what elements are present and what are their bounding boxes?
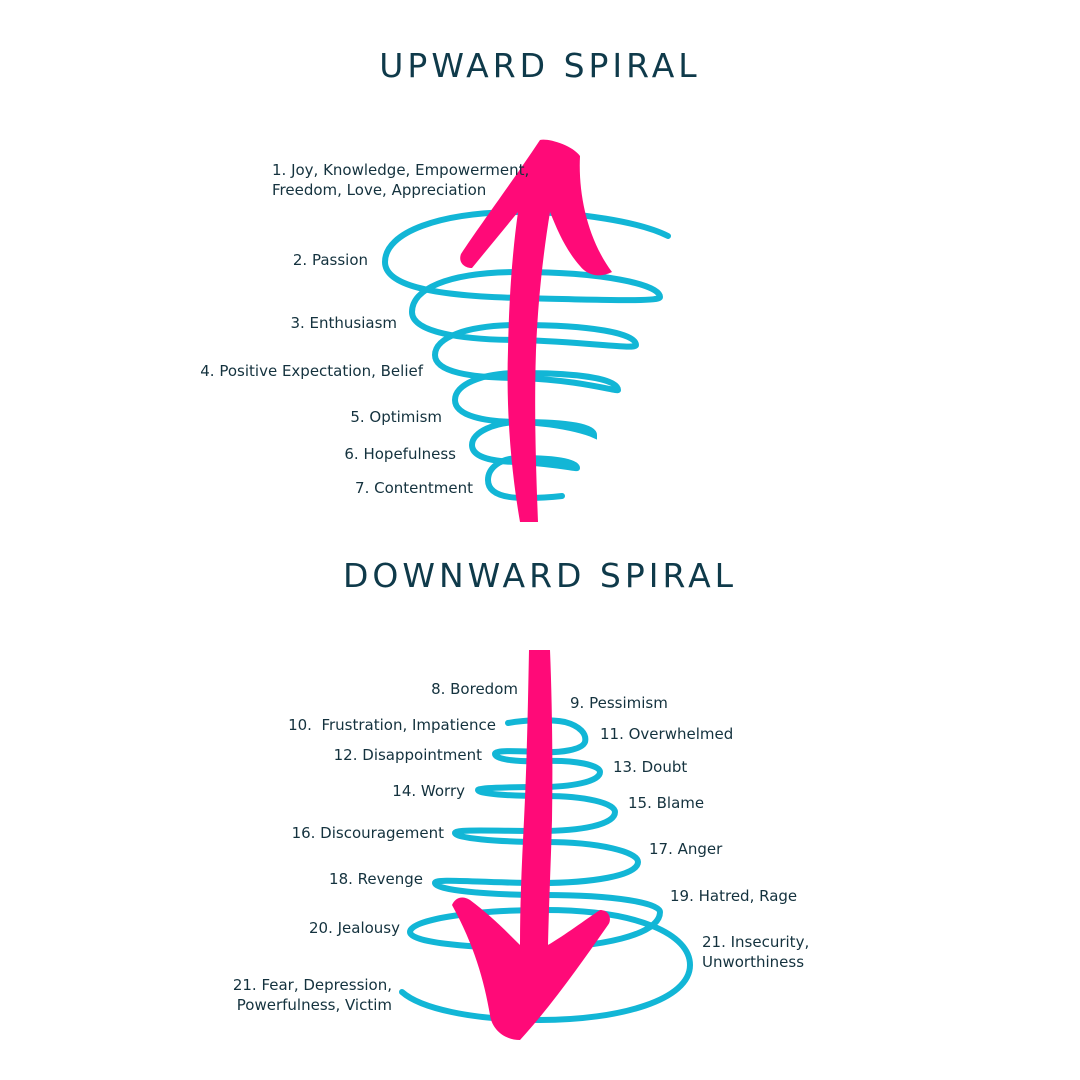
up-label-7: 7. Contentment [355, 479, 473, 497]
down-label-16: 16. Discouragement [291, 824, 444, 842]
up-label-2: 2. Passion [292, 251, 368, 269]
down-label-21b: 21. Fear, Depression, Powerfulness, Vict… [232, 976, 392, 1014]
down-label-12: 12. Disappointment [333, 746, 482, 764]
downward-spiral-title: DOWNWARD SPIRAL [342, 556, 738, 595]
up-label-1: 1. Joy, Knowledge, Empowerment, Freedom,… [272, 161, 530, 199]
downward-arrow-icon [452, 650, 610, 1040]
down-label-18: 18. Revenge [329, 870, 423, 888]
down-label-17: 17. Anger [649, 840, 723, 858]
down-label-13: 13. Doubt [613, 758, 688, 776]
down-spiral-loop-1 [491, 717, 589, 765]
up-label-6: 6. Hopefulness [344, 445, 456, 463]
down-label-20: 20. Jealousy [308, 919, 400, 937]
upward-spiral-title: UPWARD SPIRAL [379, 46, 701, 85]
up-spiral-loop-4 [451, 369, 622, 425]
down-label-10: 10. Frustration, Impatience [288, 716, 496, 734]
down-label-21a: 21. Insecurity, Unworthiness [702, 933, 810, 971]
down-label-8: 8. Boredom [431, 680, 518, 698]
up-label-4: 4. Positive Expectation, Belief [200, 362, 423, 380]
down-label-14: 14. Worry [392, 782, 465, 800]
up-label-5: 5. Optimism [350, 408, 442, 426]
up-label-3: 3. Enthusiasm [290, 314, 397, 332]
down-label-15: 15. Blame [628, 794, 705, 812]
down-label-19: 19. Hatred, Rage [670, 887, 798, 905]
down-spiral-loop-6 [399, 907, 694, 1024]
down-label-11: 11. Overwhelmed [600, 725, 734, 743]
upward-arrow-icon [460, 139, 612, 522]
up-spiral-loop-1 [381, 208, 671, 301]
down-label-9: 9. Pessimism [570, 694, 668, 712]
